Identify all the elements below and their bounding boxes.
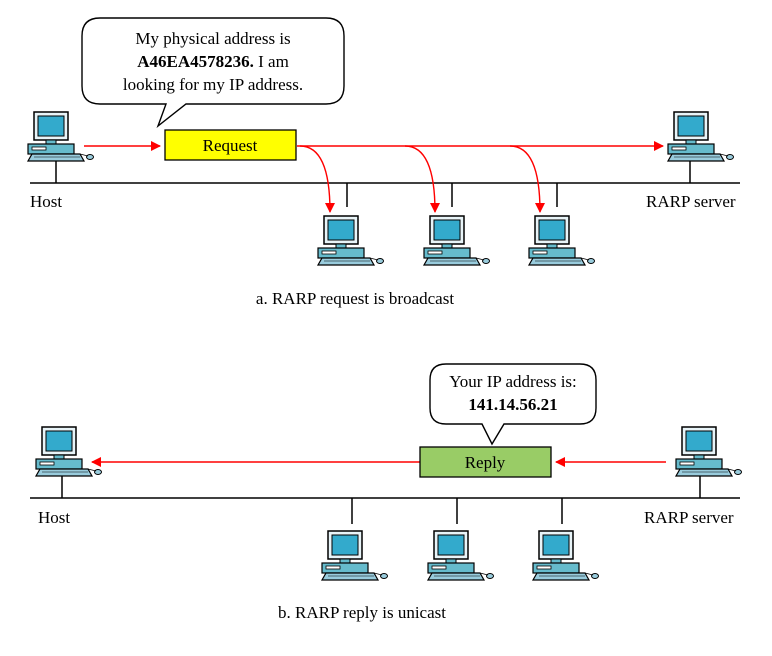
reply-packet xyxy=(419,446,552,478)
arrow-broadcast-3 xyxy=(509,145,545,213)
request-callout xyxy=(81,17,345,129)
request-callout-line1: My physical address is xyxy=(135,29,290,48)
request-callout-line2: A46EA4578236. I am xyxy=(137,52,289,71)
request-callout-line3: looking for my IP address. xyxy=(123,75,303,94)
reply-label: Reply xyxy=(465,453,506,472)
request-label: Request xyxy=(203,136,258,155)
arrow-broadcast-1 xyxy=(299,145,335,213)
panel-a: Host RARP server Request My physical add… xyxy=(27,17,740,308)
host-label-b: Host xyxy=(38,508,70,527)
physical-address: A46EA4578236. xyxy=(137,52,254,71)
rarp-server-a-icon xyxy=(667,111,735,162)
request-callout-line2-rest: I am xyxy=(254,52,289,71)
host-label-a: Host xyxy=(30,192,62,211)
request-packet xyxy=(164,129,297,161)
caption-a: a. RARP request is broadcast xyxy=(256,289,454,308)
server-label-a: RARP server xyxy=(646,192,736,211)
host-computer-a-icon xyxy=(27,111,95,162)
ip-address: 141.14.56.21 xyxy=(468,395,557,414)
station-3-a-icon xyxy=(528,215,596,266)
rarp-server-b-icon xyxy=(675,426,743,477)
reply-callout xyxy=(429,363,597,446)
arrow-broadcast-2 xyxy=(404,145,440,213)
station-1-a-icon xyxy=(317,215,385,266)
station-2-b-icon xyxy=(427,530,495,581)
station-1-b-icon xyxy=(321,530,389,581)
reply-callout-line1: Your IP address is: xyxy=(449,372,577,391)
caption-b: b. RARP reply is unicast xyxy=(278,603,446,622)
panel-b: Host RARP server Reply Your IP address i… xyxy=(30,363,743,622)
host-computer-b-icon xyxy=(35,426,103,477)
station-2-a-icon xyxy=(423,215,491,266)
server-label-b: RARP server xyxy=(644,508,734,527)
station-3-b-icon xyxy=(532,530,600,581)
